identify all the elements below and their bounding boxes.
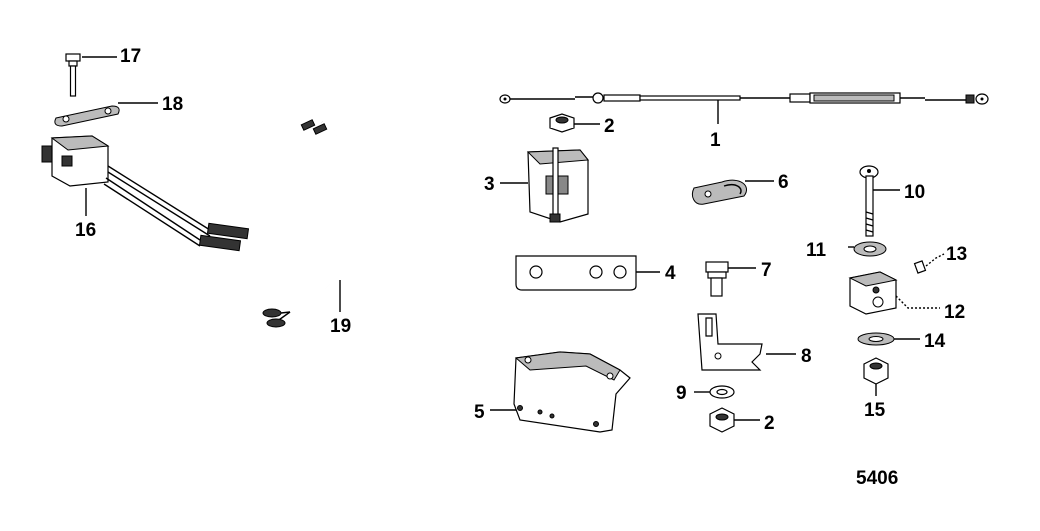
callout-5: 5 — [474, 402, 485, 423]
callout-17: 17 — [120, 46, 141, 67]
callout-6: 6 — [778, 172, 789, 193]
part-1-rod — [499, 92, 989, 105]
figure-number: 5406 — [856, 468, 898, 489]
part-18-plate — [54, 105, 120, 127]
callout-19: 19 — [330, 316, 351, 337]
part-10-long-bolt — [859, 165, 879, 237]
part-5-bracket — [513, 351, 631, 433]
part-7-bolt — [705, 261, 729, 297]
part-6-cable-clamp — [691, 179, 747, 205]
callout-16: 16 — [75, 220, 96, 241]
part-4-bar — [515, 255, 637, 291]
part-14-washer — [857, 332, 895, 346]
callout-2a: 2 — [604, 116, 615, 137]
leader-12 — [895, 295, 940, 309]
part-11-washer — [853, 241, 887, 257]
callout-8: 8 — [801, 346, 812, 367]
part-16-switch — [41, 135, 250, 252]
part-15-nut — [863, 357, 889, 385]
callout-2b: 2 — [764, 413, 775, 434]
part-19-wire-harness — [262, 119, 363, 328]
part-2-nut-bottom — [709, 407, 735, 433]
part-2-nut-top — [549, 113, 575, 133]
part-17-bolt — [65, 53, 81, 97]
callout-12: 12 — [944, 302, 965, 323]
part-12-block — [848, 271, 898, 315]
part-3-clamp — [526, 147, 589, 223]
callout-4: 4 — [665, 263, 676, 284]
callout-7: 7 — [761, 260, 772, 281]
callout-11: 11 — [806, 240, 827, 261]
callout-14: 14 — [924, 331, 946, 352]
callout-10: 10 — [904, 182, 925, 203]
callout-1: 1 — [710, 130, 721, 151]
leader-13 — [925, 253, 945, 267]
callout-18: 18 — [162, 94, 183, 115]
callout-9: 9 — [676, 383, 687, 404]
callout-13: 13 — [946, 244, 967, 265]
part-13-clip — [913, 260, 927, 274]
callout-15: 15 — [864, 400, 886, 421]
part-9-washer — [709, 385, 735, 399]
part-8-angle-bracket — [697, 313, 763, 371]
callout-3: 3 — [484, 174, 495, 195]
